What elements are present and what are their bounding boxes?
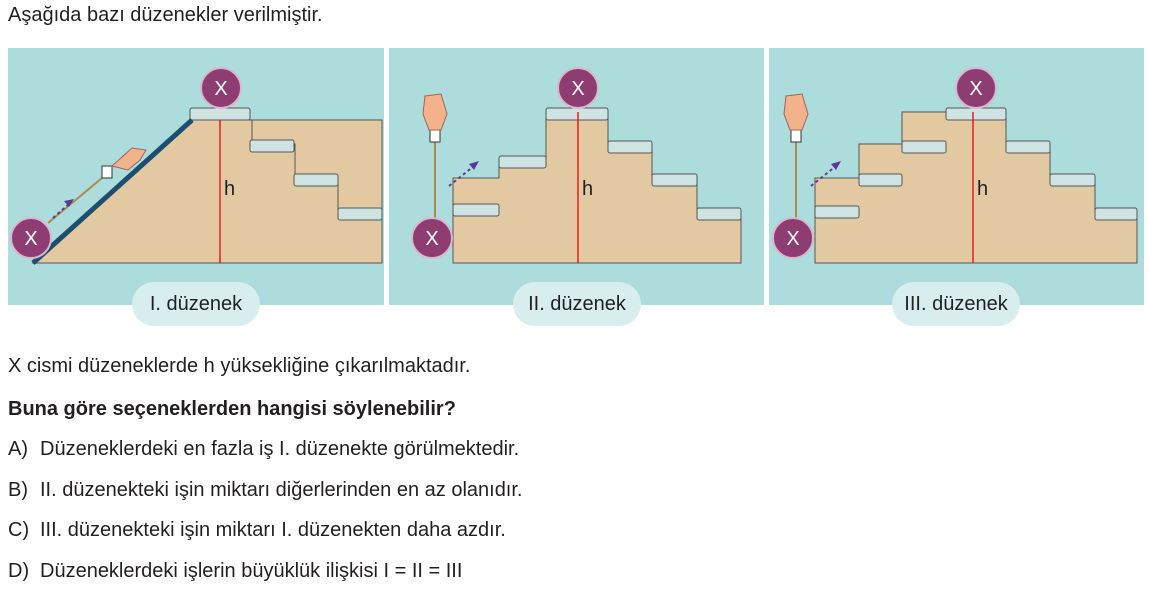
step-r3 [1094,207,1138,221]
step-l2 [858,173,903,187]
step-top [545,107,609,121]
object-ball-top [955,67,997,109]
object-ball-top [557,67,599,109]
step-2 [293,173,339,187]
step-r1 [607,140,653,154]
stairs-body [452,111,742,264]
object-label-top: X [571,78,584,100]
option-letter: D) [8,560,30,582]
caption-panel-1: I. düzenek [132,282,260,326]
option-text: II. düzenekteki işin miktarı diğerlerind… [40,479,523,501]
hand-icon [110,147,147,171]
object-ball [411,217,453,259]
ramp-surface [31,118,194,265]
option-text: Düzeneklerdeki en fazla iş I. düzenekte … [40,438,520,460]
option-b[interactable]: B) II. düzenekteki işin miktarı diğerleri… [8,479,522,502]
panel-ramp: X X h [8,48,384,305]
step-r2 [1049,173,1096,187]
arrow-head [469,161,479,170]
dynamometer [790,129,802,143]
object-label-top: X [214,78,227,100]
direction-arrow [448,165,475,187]
dynamometer [429,129,441,143]
object-label: X [24,228,37,250]
stairs-diagram-3: X X h [772,67,1138,264]
object-label-top: X [969,78,982,100]
panel-stairs-2: X X h [389,48,764,305]
option-text: III. düzenekteki işin miktarı I. düzenek… [40,519,506,541]
object-ball [772,217,814,259]
dynamometer [101,165,113,179]
caption-panel-2: II. düzenek [513,282,641,326]
arrow-head [64,199,74,207]
stairs-body [814,111,1138,264]
direction-arrow [52,202,71,219]
height-label: h [224,178,235,200]
object-label: X [425,228,438,250]
height-label: h [582,178,593,200]
step-l2 [498,155,547,169]
step-r1 [1005,140,1051,154]
object-ball-top [200,67,242,109]
option-c[interactable]: C) III. düzenekteki işin miktarı I. düzen… [8,519,506,542]
question-text: Buna göre seçeneklerden hangisi söyleneb… [8,398,456,420]
caption-panel-3: III. düzenek [892,282,1020,326]
object-ball [10,217,52,259]
step-r3 [696,207,742,221]
height-label: h [977,178,988,200]
step-l3 [901,140,947,154]
option-letter: C) [8,519,30,541]
option-a[interactable]: A) Düzeneklerdeki en fazla iş I. düzenekt… [8,438,519,461]
object-label: X [786,228,799,250]
panel-stairs-3: X X h [769,48,1144,305]
direction-arrow [810,165,837,187]
stairs-diagram-2: X X h [411,67,742,264]
arrow-head [831,161,841,170]
step-r2 [651,173,698,187]
step-3 [337,207,383,221]
step-l1 [452,203,500,217]
step-l1 [814,205,860,219]
step-top [189,107,251,121]
option-letter: B) [8,479,28,501]
step-1 [249,139,295,153]
ramp-diagram: X X h [10,67,383,265]
hand-icon [422,93,448,131]
hand-icon [783,93,809,131]
intro-text: Aşağıda bazı düzenekler verilmiştir. [8,4,323,26]
option-d[interactable]: D) Düzeneklerdeki işlerin büyüklük ilişki… [8,560,462,583]
rope [47,172,109,224]
option-text: Düzeneklerdeki işlerin büyüklük ilişkisi… [40,560,463,582]
statement-text: X cismi düzeneklerde h yüksekliğine çıka… [8,355,471,377]
step-top [945,107,1007,121]
option-letter: A) [8,438,28,460]
